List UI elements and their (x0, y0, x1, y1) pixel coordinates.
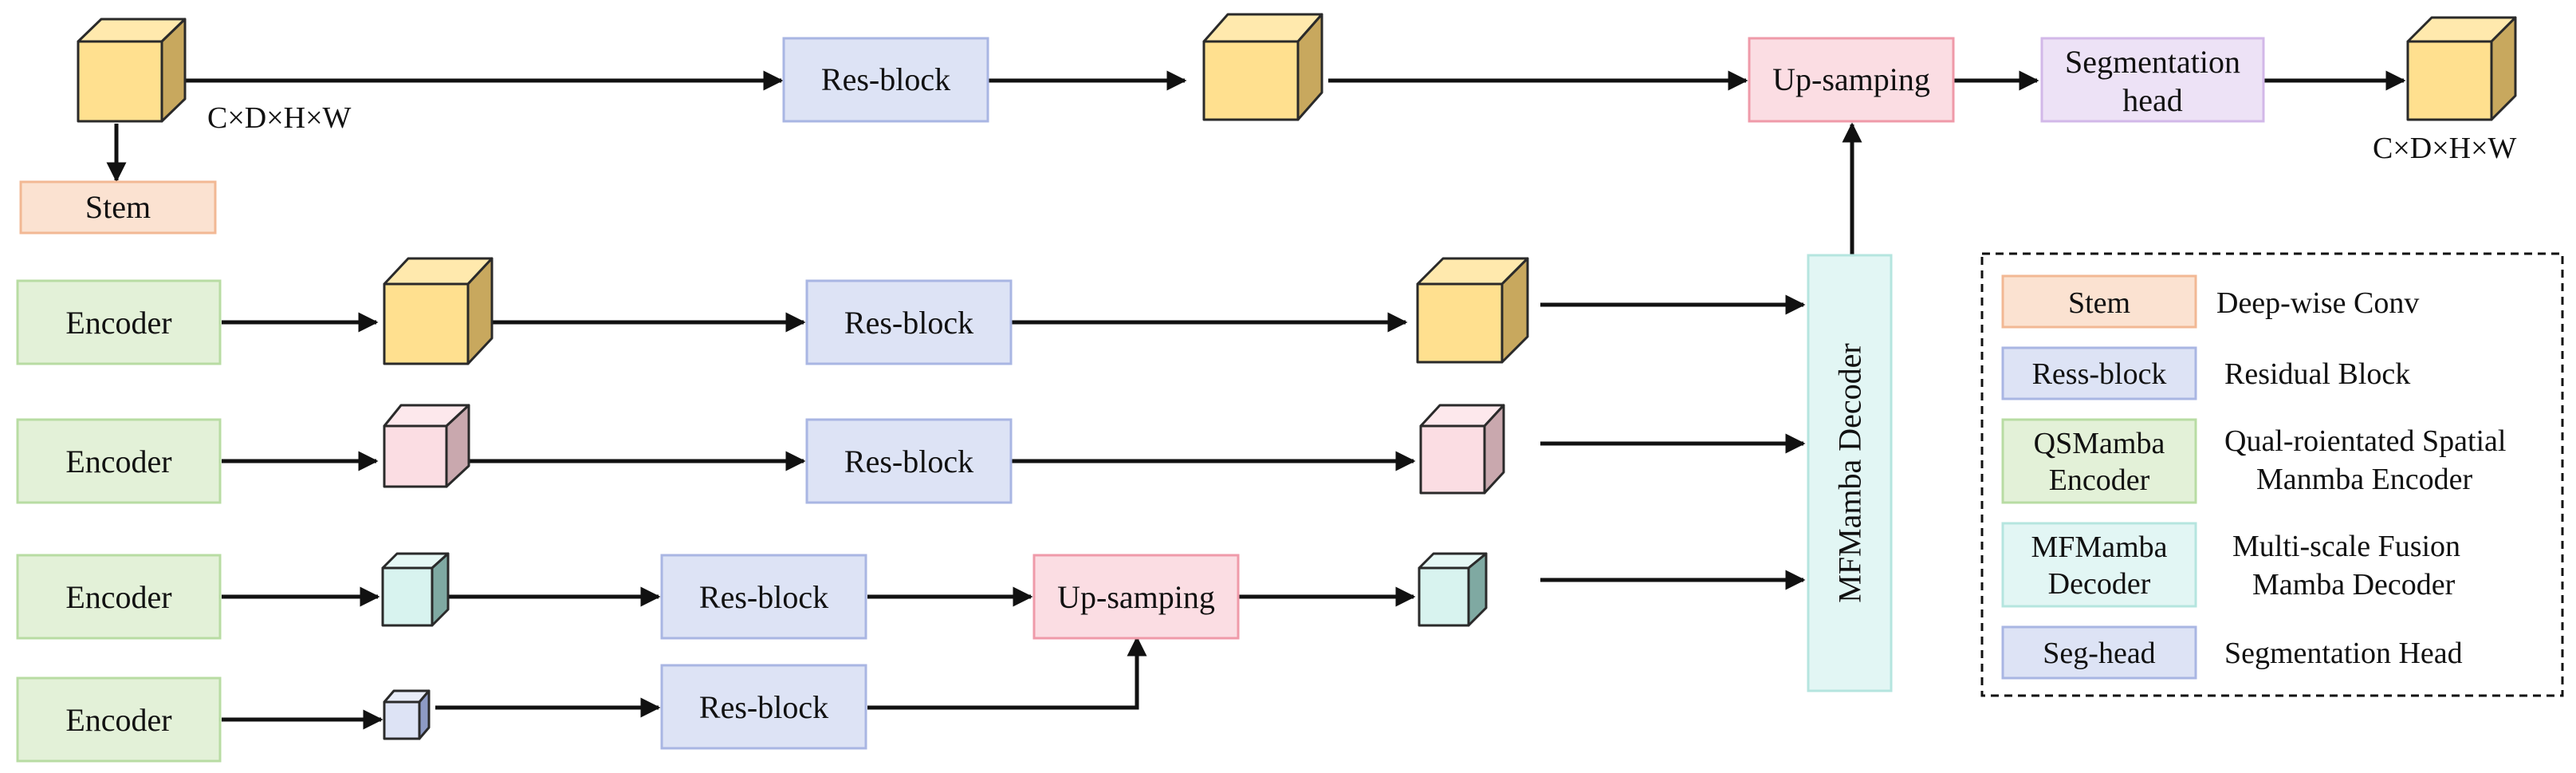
encoder2-feature-cube (383, 404, 470, 488)
encoder-label-3: Encoder (65, 579, 171, 615)
legend-resblock-label: Ress-block (2032, 357, 2167, 391)
legend-encoder-desc-line2: Manmba Encoder (2256, 463, 2473, 496)
resblock-box-2 (805, 418, 1013, 504)
upsampling-top-box (1748, 37, 1955, 123)
input-feature-cube (77, 18, 187, 123)
resblock1-output-cube (1416, 257, 1529, 364)
segmentation-head-box (2040, 37, 2265, 123)
legend-resblock-desc: Residual Block (2224, 357, 2410, 391)
resblock-label-3: Res-block (699, 579, 828, 615)
legend-decoder-swatch (2001, 522, 2197, 608)
legend-encoder-label-line2: Encoder (2049, 463, 2150, 497)
legend-stem-swatch (2001, 274, 2197, 329)
resblock-label-4: Res-block (699, 689, 828, 725)
legend-frame (1980, 252, 2564, 697)
legend-encoder-desc-line1: Qual-roientated Spatial (2224, 424, 2507, 458)
upsampling-output-cube (1418, 552, 1488, 627)
encoder-box-4 (16, 676, 222, 763)
resblock-box-1 (805, 279, 1013, 365)
legend-seghead-desc: Segmentation Head (2224, 637, 2463, 670)
arrow-resblock4-to-upsampling (867, 636, 1147, 710)
encoder1-feature-cube (383, 257, 494, 365)
resblock-box-3 (660, 554, 867, 640)
segmentation-head-label-line2: head (2122, 82, 2183, 118)
legend-decoder-label-line1: MFMamba (2031, 530, 2168, 564)
input-dims-label: C×D×H×W (207, 101, 352, 135)
upsampling-top-label: Up-samping (1772, 61, 1930, 97)
resblock-top-box (782, 37, 989, 123)
resblock-box-4 (660, 664, 867, 750)
resblock-output-cube-top (1202, 13, 1323, 121)
stem-box (19, 180, 217, 235)
legend-decoder-desc-line1: Multi-scale Fusion (2232, 530, 2460, 563)
legend-encoder-label-line1: QSMamba (2034, 427, 2165, 460)
mfmamba-decoder-label: MFMamba Decoder (1832, 343, 1868, 602)
resblock-top-label: Res-block (821, 61, 950, 97)
legend-seghead-swatch (2001, 625, 2197, 680)
legend-decoder-desc-line2: Mamba Decoder (2252, 568, 2456, 601)
encoder3-feature-cube (381, 552, 450, 627)
encoder-box-3 (16, 554, 222, 640)
legend-stem-desc: Deep-wise Conv (2216, 286, 2419, 320)
output-dims-label: C×D×H×W (2373, 132, 2517, 165)
encoder4-feature-cube (383, 689, 431, 740)
connector-arrows (106, 70, 2406, 730)
legend-resblock-swatch (2001, 346, 2197, 400)
legend-stem-label: Stem (2068, 286, 2130, 320)
legend-encoder-swatch (2001, 418, 2197, 504)
resblock2-output-cube (1419, 404, 1505, 495)
encoder-box-2 (16, 418, 222, 504)
upsampling-mid-label: Up-samping (1057, 579, 1215, 615)
legend-seghead-label: Seg-head (2043, 637, 2155, 670)
encoder-label-1: Encoder (65, 305, 171, 341)
encoder-box-1 (16, 279, 222, 365)
stem-label: Stem (85, 189, 151, 225)
resblock-label-2: Res-block (844, 444, 973, 479)
segmentation-head-label-line1: Segmentation (2065, 44, 2240, 80)
upsampling-mid-box (1032, 554, 1240, 640)
resblock-label-1: Res-block (844, 305, 973, 341)
encoder-label-2: Encoder (65, 444, 171, 479)
mfmamba-decoder-box (1807, 254, 1893, 692)
legend-decoder-label-line2: Decoder (2048, 567, 2151, 601)
encoder-label-4: Encoder (65, 702, 171, 738)
output-feature-cube (2406, 16, 2517, 121)
